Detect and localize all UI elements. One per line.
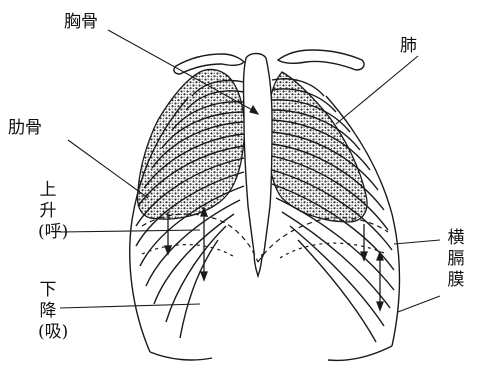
label-raise-exhale: 上升(呼)	[38, 180, 58, 243]
left-lung	[138, 69, 245, 219]
label-lung: 肺	[400, 38, 417, 55]
label-lower-inhale: 下降(吸)	[38, 280, 58, 343]
sternum-bone	[244, 54, 273, 277]
label-diaphragm: 横膈膜	[446, 228, 466, 291]
right-lung	[268, 72, 367, 222]
label-rib: 肋骨	[8, 120, 42, 137]
label-sternum: 胸骨	[64, 14, 98, 31]
